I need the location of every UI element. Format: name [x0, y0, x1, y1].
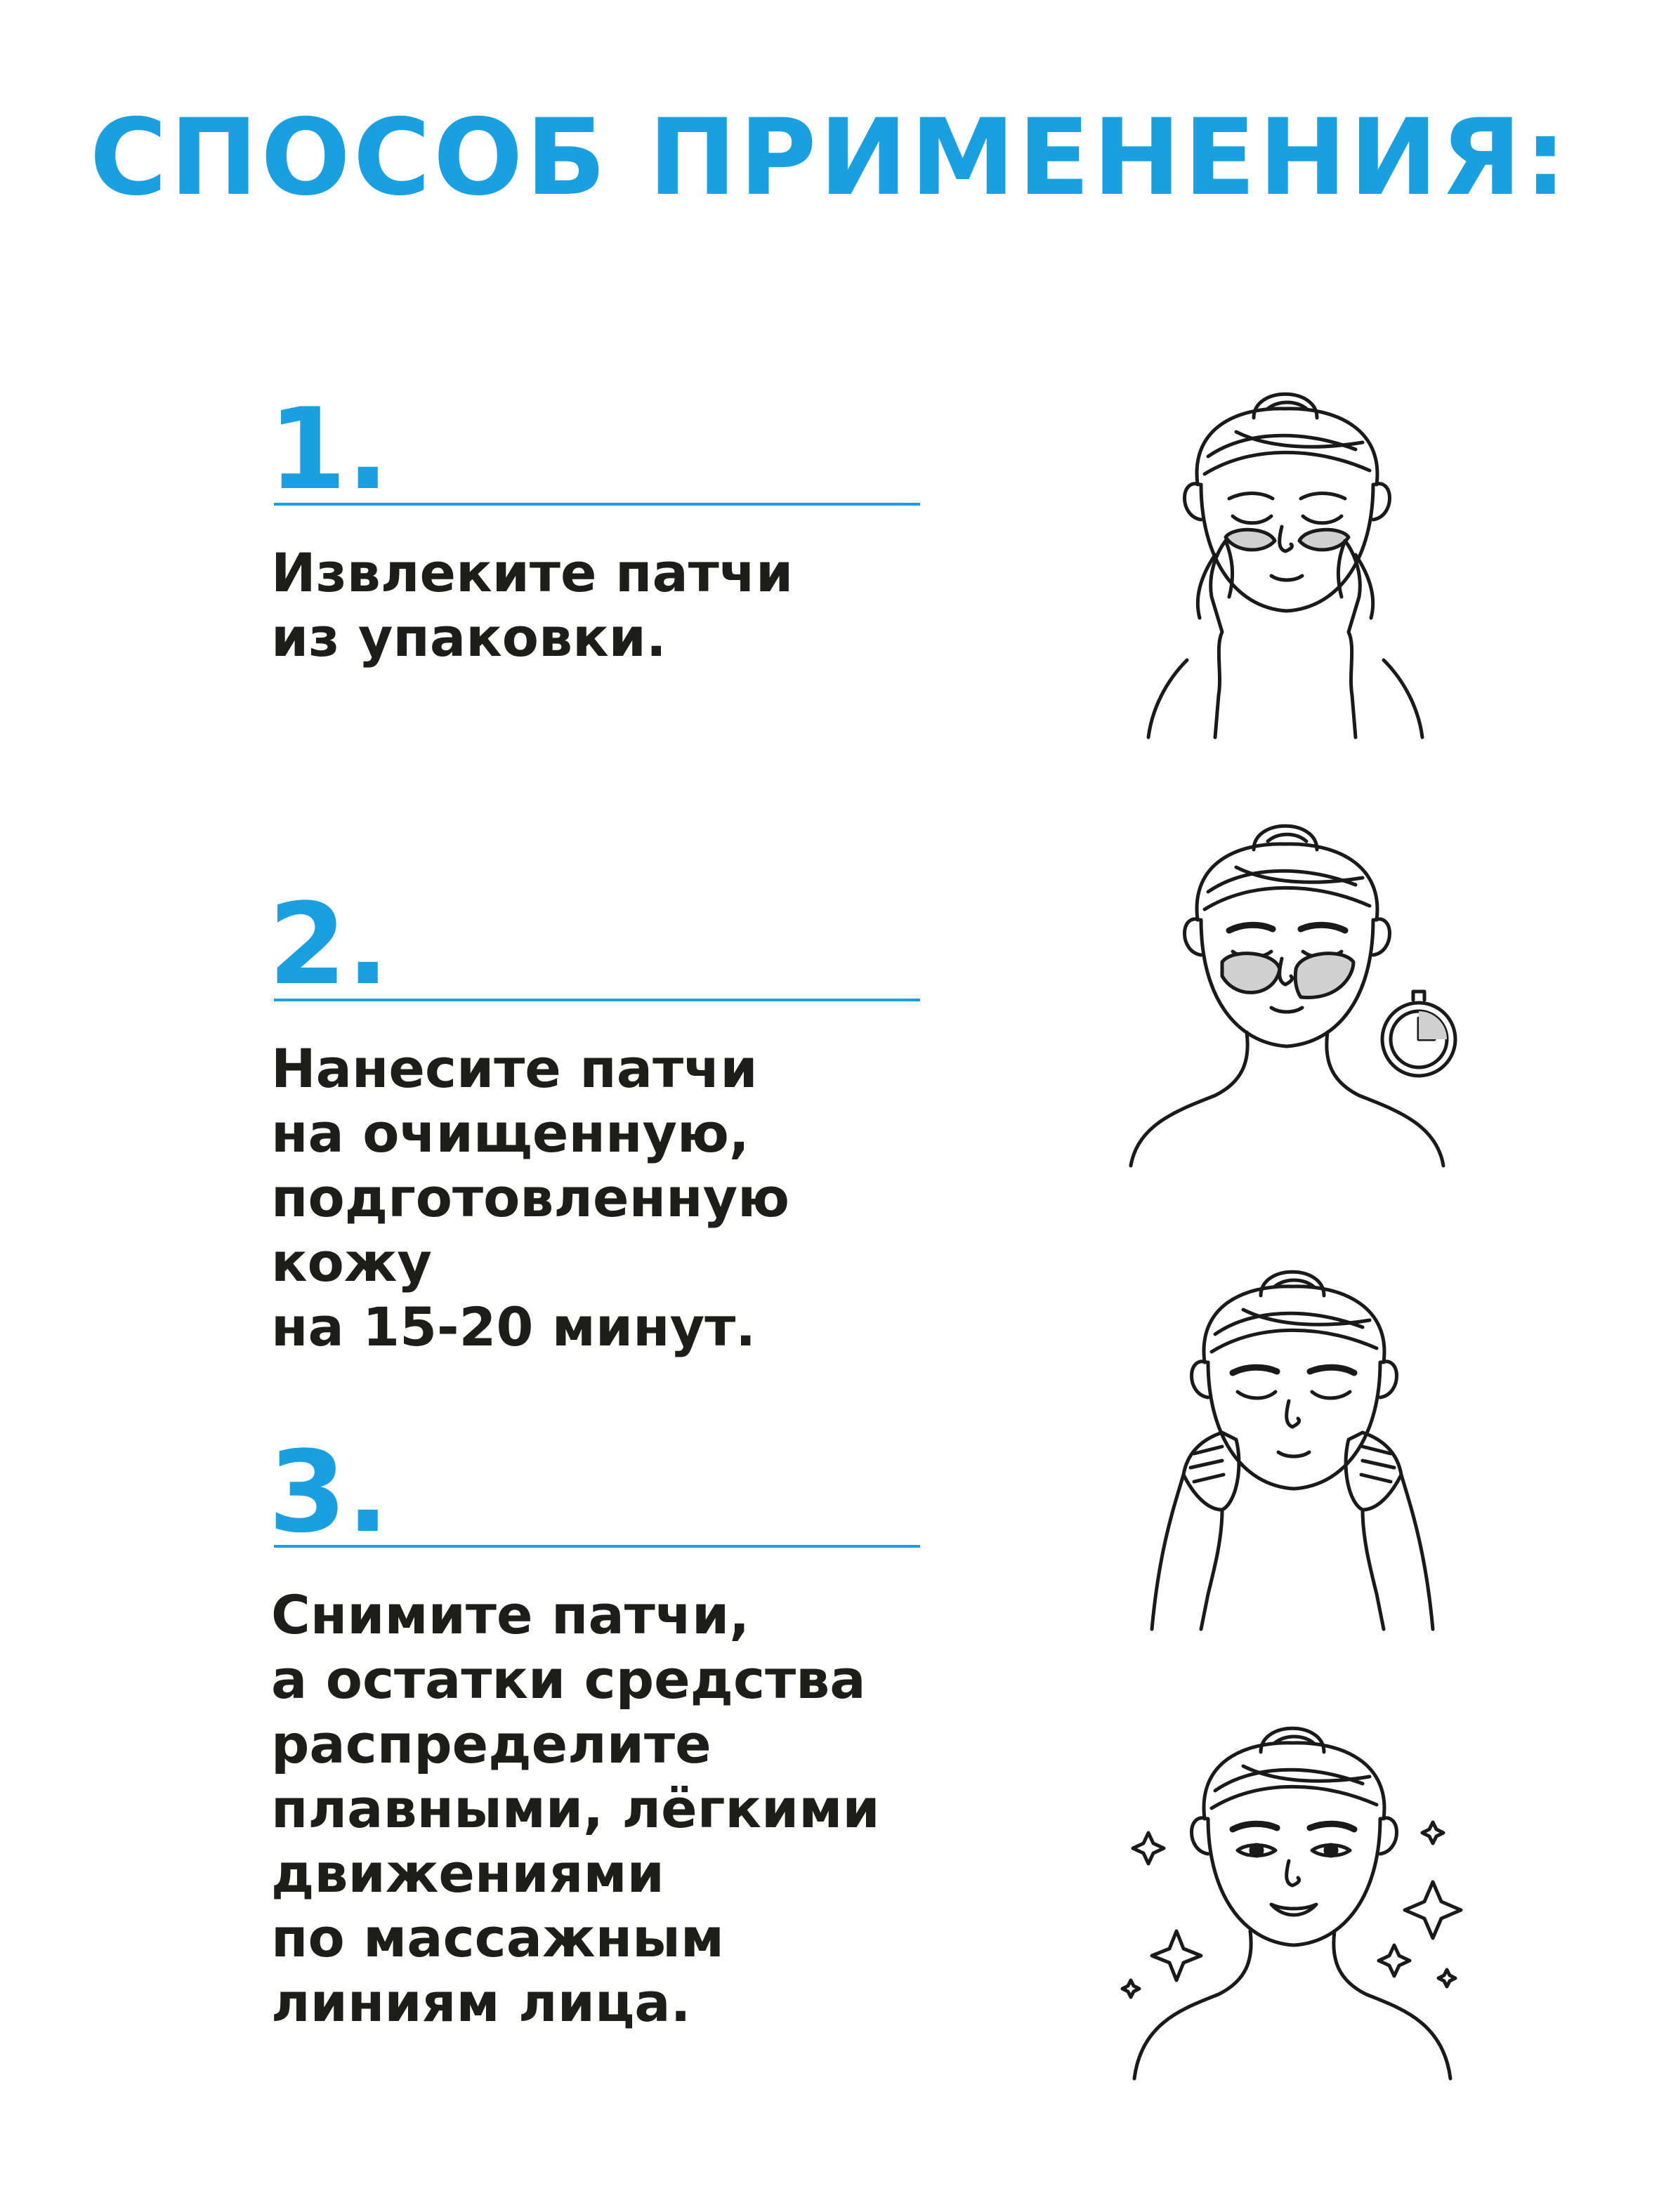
face-glowing-sparkles-icon [1117, 1699, 1468, 2093]
step-2-number: 2. [268, 878, 390, 1010]
step-1-divider [274, 503, 920, 506]
page-title: СПОСОБ ПРИМЕНЕНИЯ: [89, 97, 1570, 219]
step-2-text: Нанесите патчи на очищенную, подготовлен… [271, 1037, 790, 1358]
face-applying-patches-icon [1110, 365, 1461, 744]
step-1-number: 1. [268, 383, 390, 515]
step-1-text: Извлеките патчи из упаковки. [271, 541, 794, 669]
step-3-divider [274, 1545, 920, 1548]
step-2-divider [274, 999, 920, 1001]
step-3-number: 3. [268, 1426, 390, 1558]
step-3-text: Снимите патчи, а остатки средства распре… [271, 1584, 880, 2034]
face-massage-hands-icon [1117, 1243, 1468, 1636]
face-with-patches-timer-icon [1117, 801, 1482, 1180]
